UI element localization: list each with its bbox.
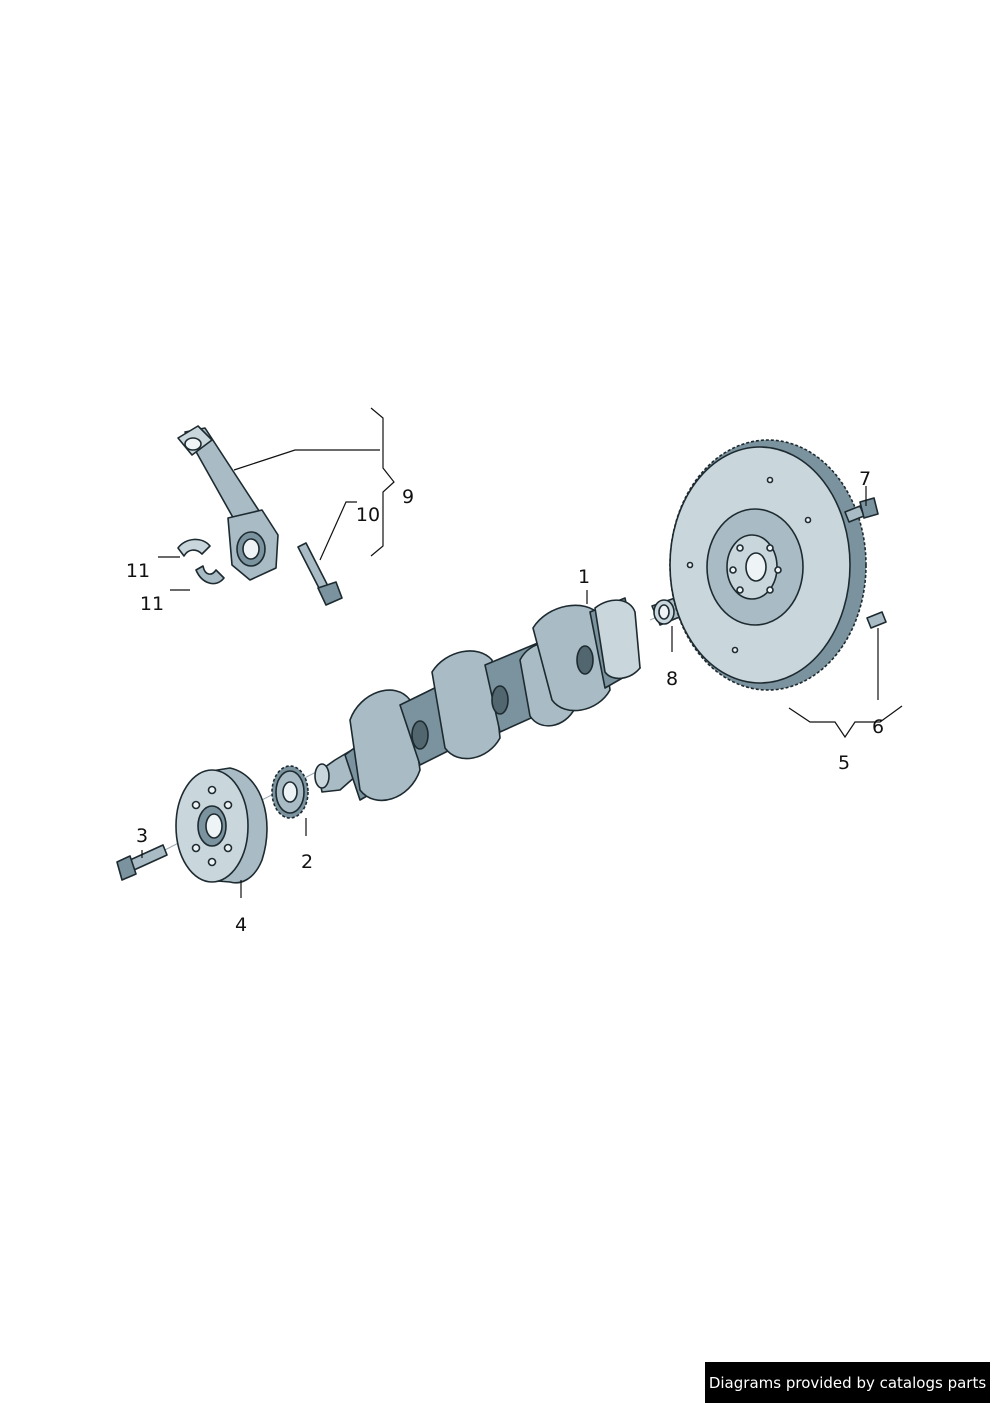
callout-11b: 11 bbox=[140, 593, 164, 615]
callout-8: 8 bbox=[666, 668, 678, 690]
sprocket bbox=[271, 765, 309, 819]
credit-banner: Diagrams provided by catalogs parts bbox=[705, 1362, 990, 1403]
pulley-bolt bbox=[116, 844, 168, 881]
belt-pulley bbox=[175, 767, 268, 884]
leader-lines bbox=[141, 407, 903, 898]
callout-2: 2 bbox=[301, 851, 313, 873]
flywheel bbox=[669, 439, 867, 691]
flywheel-bolt bbox=[844, 497, 879, 523]
callout-1: 1 bbox=[578, 566, 590, 588]
crankshaft bbox=[314, 597, 641, 802]
callout-3: 3 bbox=[136, 825, 148, 847]
rod-bolt bbox=[297, 542, 343, 606]
callout-9: 9 bbox=[402, 486, 414, 508]
callout-10: 10 bbox=[356, 504, 380, 526]
callout-5: 5 bbox=[838, 752, 850, 774]
dowel-pin bbox=[866, 611, 887, 629]
connecting-rod bbox=[177, 425, 279, 581]
bearing-shells bbox=[177, 538, 225, 585]
callout-7: 7 bbox=[859, 468, 871, 490]
pilot-bearing bbox=[651, 597, 683, 626]
callout-4: 4 bbox=[235, 914, 247, 936]
callout-labels: 1 2 3 4 5 6 7 8 9 10 11 11 bbox=[126, 468, 884, 936]
callout-6: 6 bbox=[872, 716, 884, 738]
callout-11a: 11 bbox=[126, 560, 150, 582]
